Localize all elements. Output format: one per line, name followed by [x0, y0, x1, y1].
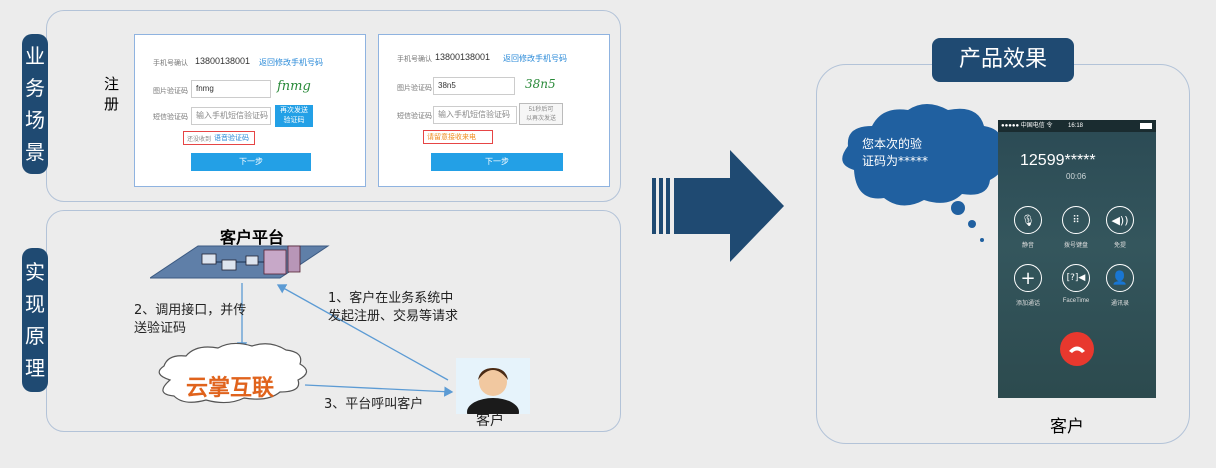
- change-phone-link[interactable]: 返回修改手机号码: [259, 58, 323, 67]
- customer-label-right: 客户: [1050, 417, 1084, 437]
- business-scenario-label: 业 务 场 景: [22, 34, 48, 174]
- phone-label: 手机号确认: [153, 60, 188, 67]
- cloud-brand-text: 云掌互联: [186, 375, 275, 401]
- mute-button[interactable]: 🎙: [1014, 206, 1042, 234]
- phone-hangup-icon: [1069, 346, 1085, 353]
- customer-label: 客户: [476, 413, 504, 429]
- product-effect-title: 产品效果: [932, 38, 1074, 82]
- voice-code-link[interactable]: 语音验证码: [214, 135, 250, 142]
- sms-bubble-text: 您本次的验 证码为*****: [862, 137, 929, 168]
- keypad-button[interactable]: ⠿: [1062, 206, 1090, 234]
- step-3-label: 3、平台呼叫客户: [324, 397, 424, 412]
- sms-code-label: 短信验证码: [397, 113, 432, 120]
- phone-number: 13800138001: [435, 52, 491, 62]
- transition-arrow-icon: [652, 150, 784, 262]
- call-duration: 00:06: [1066, 172, 1087, 181]
- resend-countdown-button: 51秒后可 以再次发送: [519, 103, 563, 125]
- image-captcha-label: 图片验证码: [153, 88, 188, 95]
- sms-code-input[interactable]: 输入手机短信验证码: [433, 106, 517, 124]
- next-button[interactable]: 下一步: [191, 153, 311, 171]
- captcha-image: 38n5: [525, 77, 556, 91]
- call-number: 12599*****: [1020, 152, 1096, 169]
- microphone-icon: 🎙: [1021, 213, 1035, 227]
- phone-label: 手机号确认: [397, 56, 432, 63]
- status-bar: ●●●●● 中国电信 令 16:18: [998, 120, 1156, 132]
- sms-thought-bubble: [842, 104, 1004, 242]
- next-button[interactable]: 下一步: [431, 153, 563, 171]
- register-label: 注 册: [104, 75, 120, 113]
- add-call-button[interactable]: +: [1014, 264, 1042, 292]
- image-captcha-input[interactable]: fnmg: [191, 80, 271, 98]
- phone-number: 13800138001: [195, 56, 251, 66]
- contact-icon: 👤: [1111, 270, 1129, 286]
- hang-up-button[interactable]: [1060, 332, 1094, 366]
- resend-code-button[interactable]: 再次发送 验证码: [275, 105, 313, 127]
- register-form-1: 手机号确认 13800138001 返回修改手机号码 图片验证码 fnmg fn…: [134, 34, 366, 187]
- implementation-label: 实 现 原 理: [22, 248, 48, 392]
- change-phone-link[interactable]: 返回修改手机号码: [503, 54, 567, 63]
- speaker-button[interactable]: ◀)): [1106, 206, 1134, 234]
- plus-icon: +: [1020, 267, 1036, 289]
- flow-arrows: [158, 283, 454, 404]
- facetime-icon: [?]◀: [1066, 273, 1086, 283]
- sms-code-label: 短信验证码: [153, 114, 188, 121]
- person-icon: [467, 368, 519, 426]
- sms-code-input[interactable]: 输入手机短信验证码: [191, 107, 271, 125]
- step-2-label: 2、调用接口，并传 送验证码: [134, 303, 247, 336]
- voice-code-hint: 还没收到 语音验证码: [183, 131, 255, 145]
- customer-platform-illustration: [150, 245, 330, 279]
- facetime-button[interactable]: [?]◀: [1062, 264, 1090, 292]
- incoming-call-hint: 请留意接收来电: [423, 130, 493, 144]
- customer-avatar: [456, 358, 530, 426]
- keypad-icon: ⠿: [1072, 214, 1080, 226]
- step-1-label: 1、客户在业务系统中 发起注册、交易等请求: [328, 291, 459, 324]
- contacts-button[interactable]: 👤: [1106, 264, 1134, 292]
- image-captcha-label: 图片验证码: [397, 85, 432, 92]
- phone-screen: ●●●●● 中国电信 令 16:18 12599***** 00:06 🎙 ⠿ …: [998, 120, 1156, 398]
- image-captcha-input[interactable]: 38n5: [433, 77, 515, 95]
- battery-icon: [1140, 123, 1152, 129]
- captcha-image: fnmg: [277, 79, 311, 94]
- platform-title: 客户平台: [220, 228, 285, 247]
- register-form-2: 手机号确认 13800138001 返回修改手机号码 图片验证码 38n5 38…: [378, 34, 610, 187]
- speaker-icon: ◀)): [1111, 213, 1129, 227]
